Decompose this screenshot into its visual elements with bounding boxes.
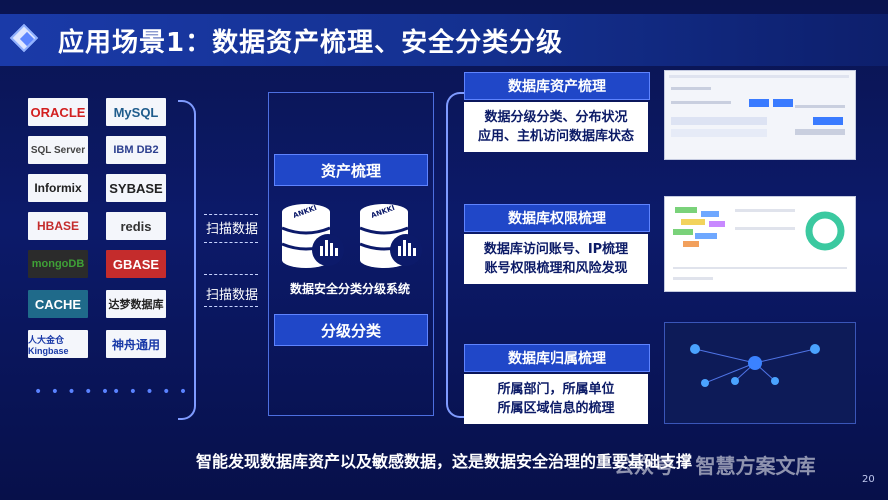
scan-label-1: 扫描数据 (206, 222, 259, 237)
logo-mysql: MySQL (106, 98, 166, 126)
logo-oracle: ORACLE (28, 98, 88, 126)
more-dots-left: • • • • • (34, 384, 112, 400)
section-permission-line-1: 数据库访问账号、IP梳理 (483, 242, 629, 257)
watermark: 公众号 · 智慧方案文库 (614, 454, 816, 478)
section-ownership-line-2: 所属区域信息的梳理 (497, 401, 615, 416)
scan-arrow-2b (204, 306, 258, 307)
permission-chart-graphic (673, 207, 847, 280)
classification-bar: 分级分类 (274, 314, 428, 346)
slide-title: 应用场景1：数据资产梳理、安全分类分级 (58, 28, 564, 58)
section-asset-body: 数据分级分类、分布状况 应用、主机访问数据库状态 (464, 102, 648, 152)
section-permission-body: 数据库访问账号、IP梳理 账号权限梳理和风险发现 (464, 234, 648, 284)
scan-label-2: 扫描数据 (206, 288, 259, 303)
section-asset-title: 数据库资产梳理 (464, 72, 650, 100)
asset-sorting-bar: 资产梳理 (274, 154, 428, 186)
logo-informix: Informix (28, 174, 88, 202)
logo-kingbase: 人大金仓 Kingbase (28, 330, 88, 358)
footer-statement: 智能发现数据库资产以及敏感数据，这是数据安全治理的重要基础支撑 (195, 452, 692, 471)
system-name: 数据安全分类分级系统 (289, 282, 410, 296)
logo-redis: redis (106, 212, 166, 240)
scan-arrow-1a (204, 214, 258, 215)
more-dots-right: • • • • • (112, 384, 190, 400)
system-box (268, 92, 434, 416)
logo-shenzhou: 神舟通用 (106, 330, 166, 358)
logo-brace (178, 100, 196, 420)
logo-dameng: 达梦数据库 (106, 290, 166, 318)
title-bar (0, 14, 888, 66)
ownership-screenshot (664, 322, 856, 424)
logo-sybase: SYBASE (106, 174, 166, 202)
section-asset-line-2: 应用、主机访问数据库状态 (477, 129, 634, 144)
section-permission-line-2: 账号权限梳理和风险发现 (484, 261, 628, 276)
logo-hbase: HBASE (28, 212, 88, 240)
section-ownership-line-1: 所属部门，所属单位 (497, 382, 615, 397)
scan-arrow-1b (204, 242, 258, 243)
page-number: 20 (862, 474, 875, 485)
section-ownership-title: 数据库归属梳理 (464, 344, 650, 372)
permission-screenshot (664, 196, 856, 292)
section-asset-line-1: 数据分级分类、分布状况 (484, 110, 628, 125)
logo-mongodb: mongoDB (28, 250, 88, 278)
database-icons: ANKKI ANKKI (281, 204, 422, 268)
logo-sqlserver: SQL Server (28, 136, 88, 164)
database-icon-1: ANKKI (281, 204, 344, 268)
section-permission-title: 数据库权限梳理 (464, 204, 650, 232)
logo-gbase: GBASE (106, 250, 166, 278)
sections-brace (446, 92, 464, 418)
logo-ibm-db2: IBM DB2 (106, 136, 166, 164)
database-icon-2: ANKKI (359, 204, 422, 268)
asset-screenshot (664, 70, 856, 160)
scan-arrow-2a (204, 274, 258, 275)
section-ownership-body: 所属部门，所属单位 所属区域信息的梳理 (464, 374, 648, 424)
logo-cache: CACHE (28, 290, 88, 318)
ownership-graph-graphic (690, 344, 820, 387)
